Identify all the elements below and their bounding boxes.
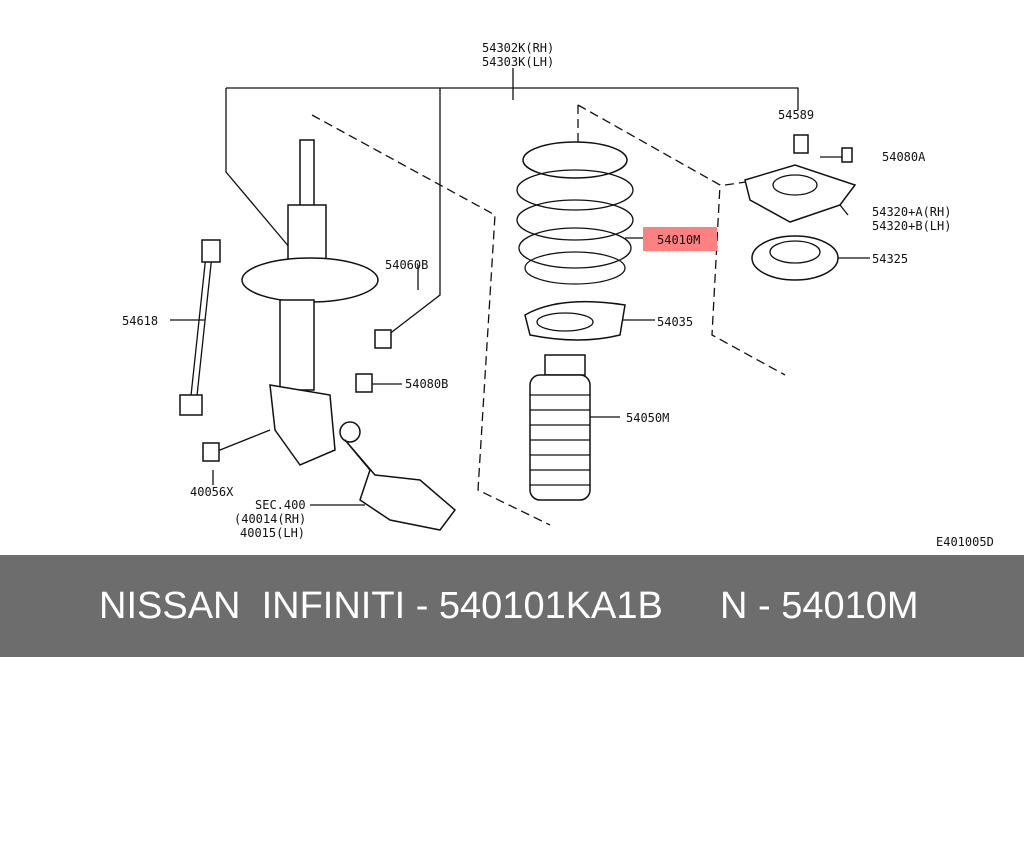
diagram-code: E401005D bbox=[936, 535, 994, 549]
label-sec400: SEC.400 bbox=[255, 498, 306, 512]
label-54618: 54618 bbox=[122, 314, 158, 328]
coil-spring bbox=[516, 141, 634, 285]
highlight-box bbox=[643, 227, 717, 251]
bearing bbox=[751, 235, 839, 281]
label-40056x: 40056X bbox=[190, 485, 234, 499]
label-strut-lh: 54303K(LH) bbox=[482, 55, 554, 69]
label-54589: 54589 bbox=[778, 108, 814, 122]
spring-seat bbox=[524, 300, 626, 341]
part-number-banner: NISSAN INFINITI - 540101KA1B N - 54010M bbox=[0, 555, 1024, 657]
label-54060b: 54060B bbox=[385, 258, 428, 272]
label-54325: 54325 bbox=[872, 252, 908, 266]
label-mount-lh: 54320+B(LH) bbox=[872, 219, 951, 233]
label-spring[interactable]: 54010M bbox=[657, 233, 700, 247]
label-54080b: 54080B bbox=[405, 377, 448, 391]
label-knuckle-rh: (40014(RH) bbox=[234, 512, 306, 526]
label-54035: 54035 bbox=[657, 315, 693, 329]
label-knuckle-lh: 40015(LH) bbox=[240, 526, 305, 540]
leader-lines bbox=[170, 68, 870, 506]
strut-dashed-outline bbox=[311, 114, 551, 526]
bolt bbox=[202, 429, 271, 462]
nut-54060b bbox=[374, 329, 392, 349]
stabilizer-link bbox=[179, 239, 221, 416]
label-54050m: 54050M bbox=[626, 411, 669, 425]
banner-oem-number: NISSAN INFINITI - 540101KA1B bbox=[99, 585, 663, 627]
label-mount-rh: 54320+A(RH) bbox=[872, 205, 951, 219]
banner-diagram-number: N - 54010M bbox=[720, 585, 919, 627]
label-54080a: 54080A bbox=[882, 150, 926, 164]
strut-mount bbox=[744, 134, 857, 223]
parts-diagram: 54302K(RH) 54303K(LH) 54589 54080A 54320… bbox=[122, 41, 994, 549]
label-strut-rh: 54302K(RH) bbox=[482, 41, 554, 55]
bound-bumper bbox=[529, 354, 591, 501]
nut-54080b bbox=[355, 373, 373, 393]
strut-assembly bbox=[241, 139, 457, 531]
spring-dashed-outline bbox=[577, 104, 786, 376]
